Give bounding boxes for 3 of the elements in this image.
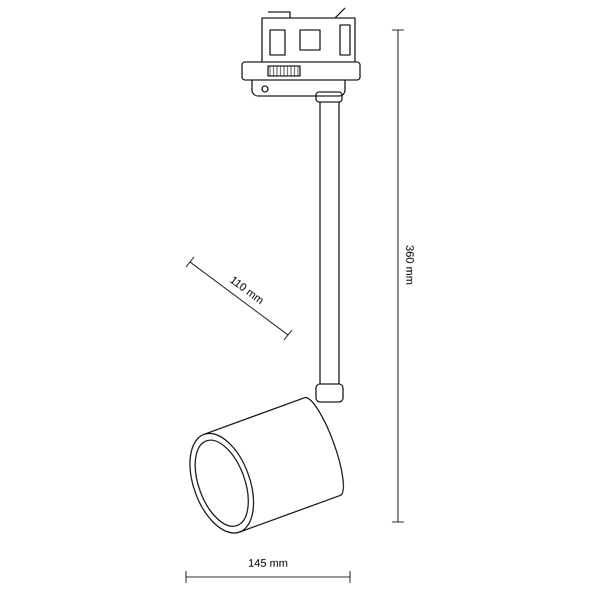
dimension-label: 110 mm bbox=[230, 276, 263, 304]
dimension-label: 145 mm bbox=[248, 559, 288, 567]
dimension-label: 360 mm bbox=[406, 246, 414, 284]
